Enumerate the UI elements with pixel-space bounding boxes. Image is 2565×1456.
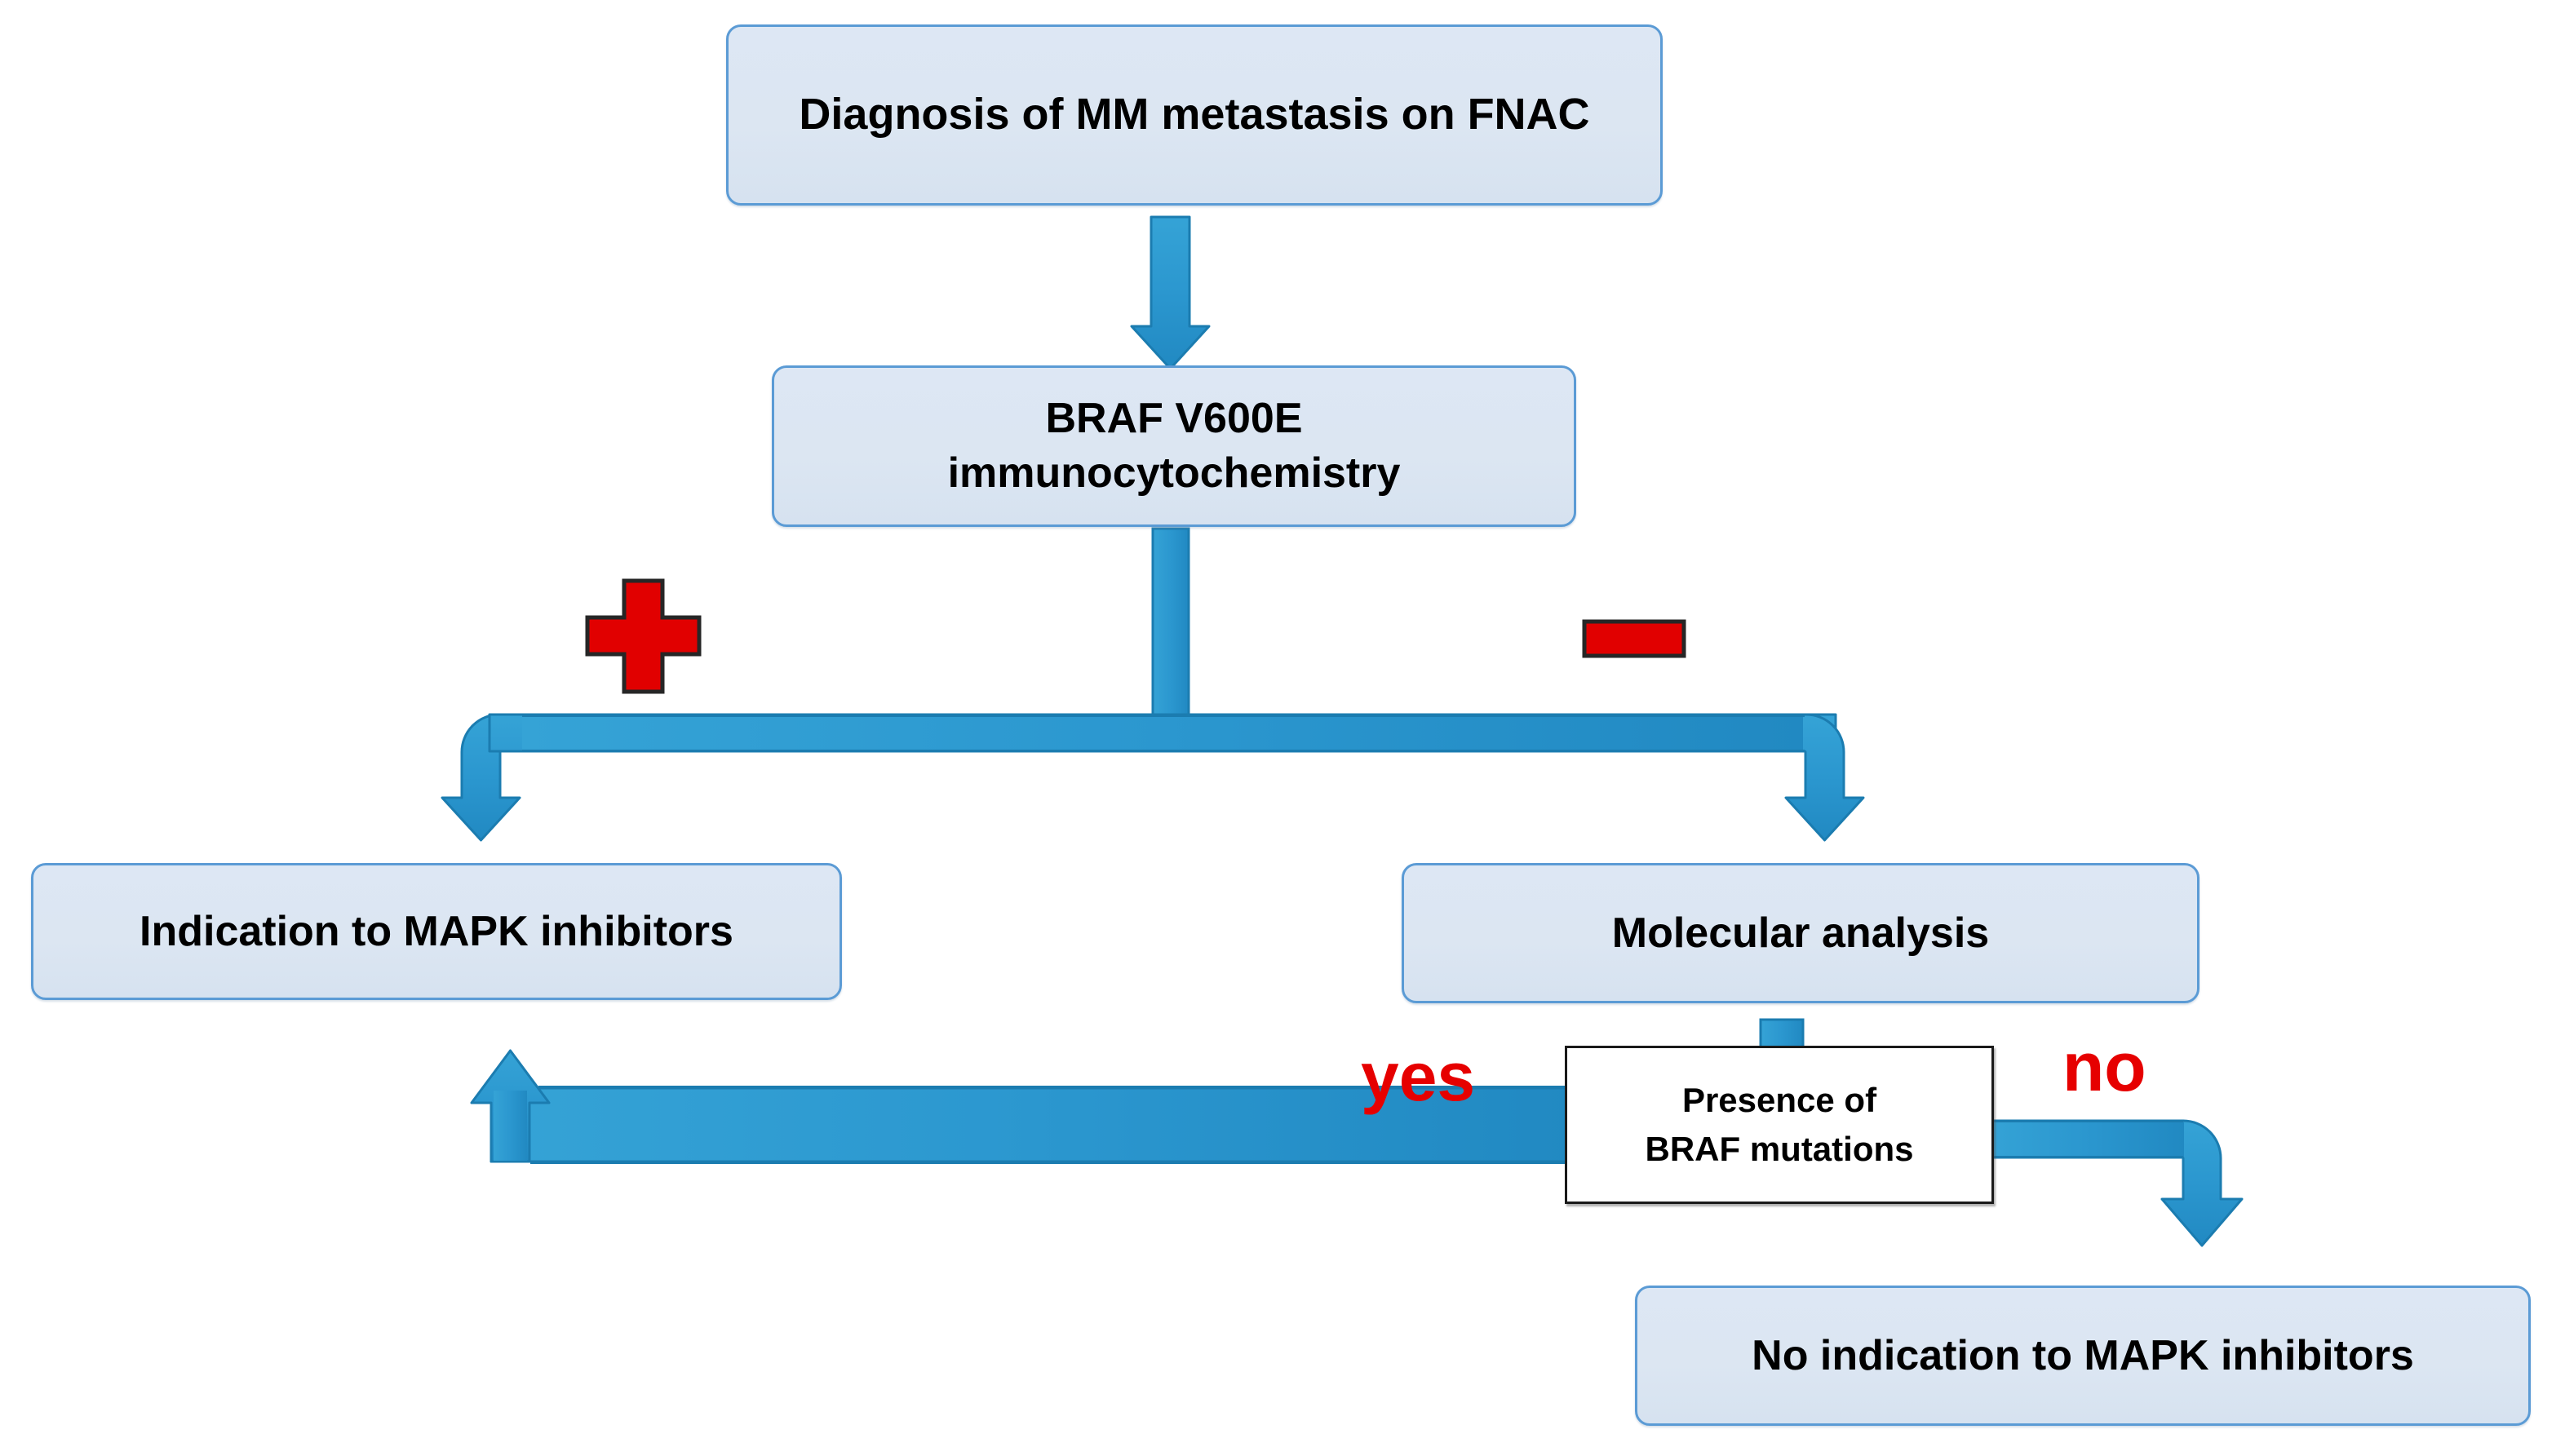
- node-decision-braf-mutations[interactable]: Presence of BRAF mutations: [1565, 1046, 1994, 1204]
- node-indication[interactable]: Indication to MAPK inhibitors: [31, 863, 842, 1000]
- arrow-yes-to-indication: [470, 1049, 1578, 1164]
- node-start-label: Diagnosis of MM metastasis on FNAC: [799, 90, 1590, 139]
- node-decision-label-line2: BRAF mutations: [1645, 1130, 1914, 1168]
- node-no-indication-label: No indication to MAPK inhibitors: [1752, 1331, 2414, 1379]
- minus-icon: [1582, 619, 1686, 658]
- node-braf-test-label-line2: immunocytochemistry: [947, 449, 1401, 497]
- node-braf-test-label-line1: BRAF V600E: [1045, 395, 1303, 443]
- node-indication-label: Indication to MAPK inhibitors: [140, 907, 733, 955]
- node-start[interactable]: Diagnosis of MM metastasis on FNAC: [726, 24, 1663, 206]
- node-decision-label-line1: Presence of: [1681, 1081, 1877, 1120]
- connector-split-branch: [441, 713, 1865, 842]
- connector-test-stem: [1151, 527, 1190, 734]
- arrow-start-to-test: [1130, 215, 1211, 370]
- node-molecular-analysis[interactable]: Molecular analysis: [1402, 863, 2200, 1003]
- node-no-indication[interactable]: No indication to MAPK inhibitors: [1635, 1286, 2531, 1426]
- edge-label-yes: yes: [1361, 1038, 1476, 1115]
- node-braf-test[interactable]: BRAF V600E immunocytochemistry: [772, 365, 1576, 527]
- arrow-no-to-no-indication: [1982, 1119, 2244, 1247]
- node-molecular-analysis-label: Molecular analysis: [1611, 909, 1990, 957]
- edge-label-no: no: [2062, 1029, 2146, 1105]
- plus-icon: [585, 578, 702, 694]
